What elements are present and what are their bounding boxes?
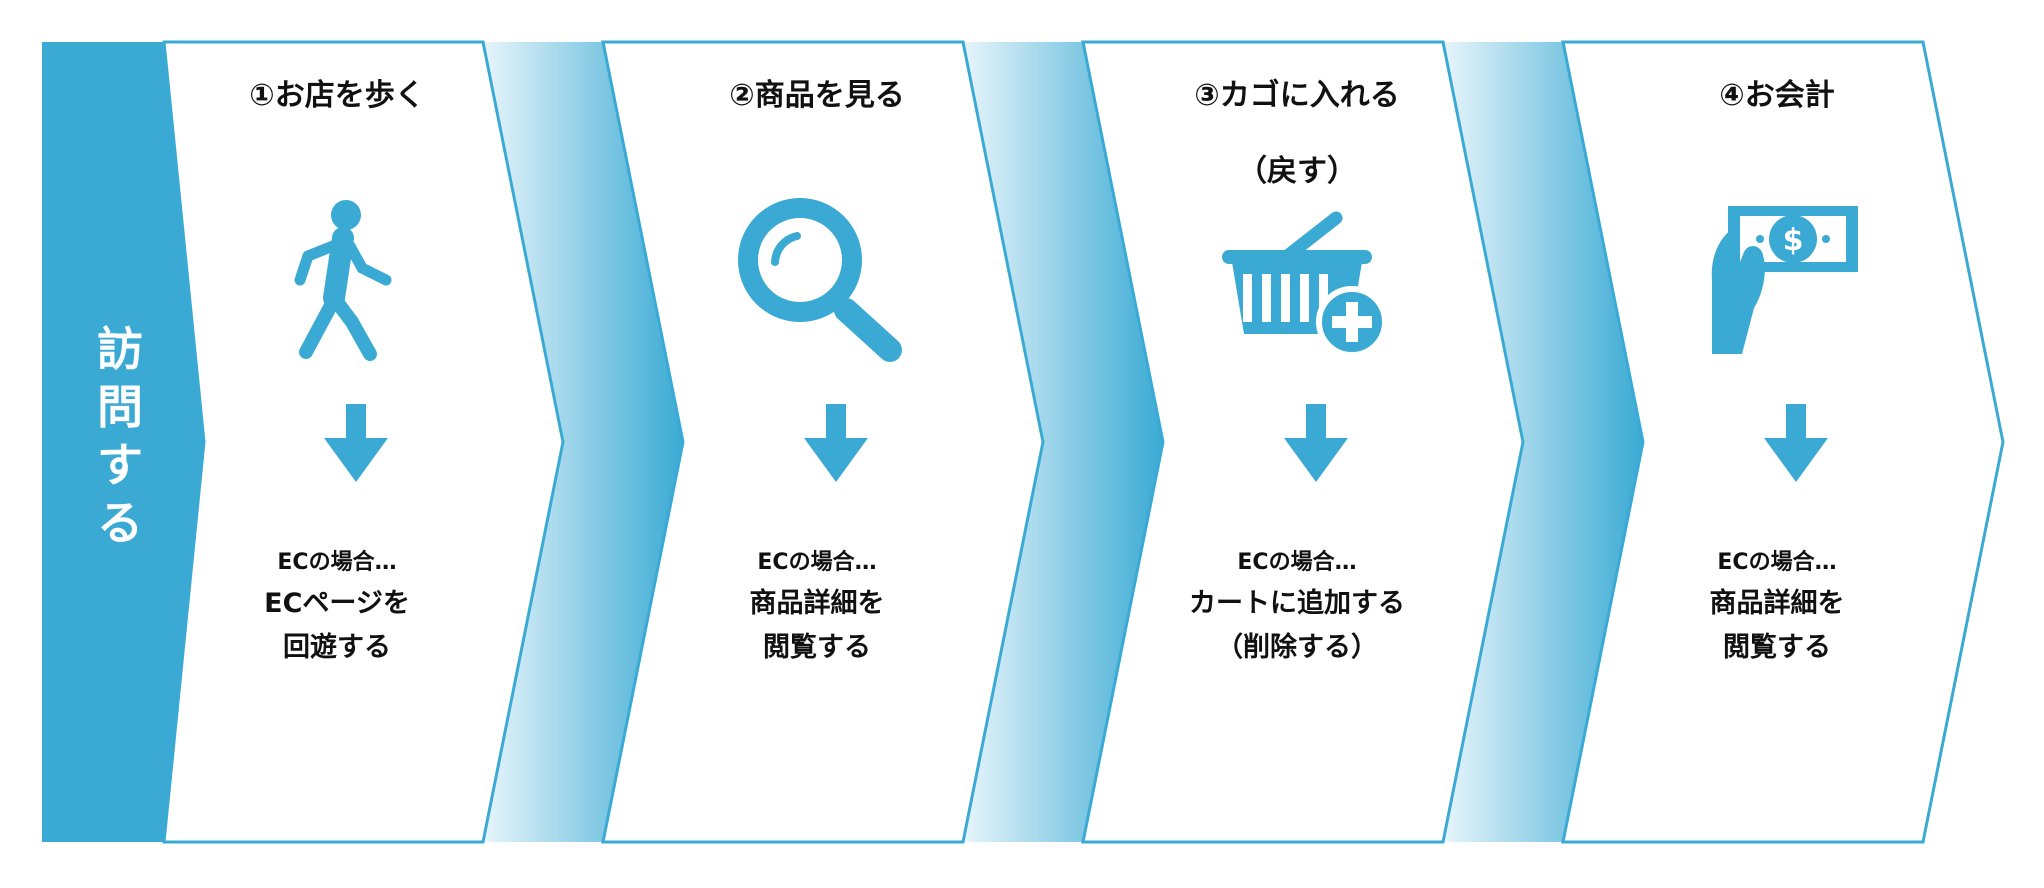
step-title-2: ②商品を見る [729, 78, 905, 113]
ec-action-4: 商品詳細を 閲覧する [1709, 588, 1845, 663]
step-title-1: ①お店を歩く [249, 78, 425, 113]
visit-bar [42, 42, 204, 842]
ec-label-3: ECの場合… [1237, 550, 1357, 575]
down-arrow-icon [1284, 404, 1348, 482]
down-arrow-icon [324, 404, 388, 482]
visit-label: 訪問する [97, 322, 143, 550]
flow-arrow-3 [1443, 42, 1643, 842]
ec-action-3: カートに追加する （削除する） [1189, 588, 1405, 663]
ec-label-1: ECの場合… [277, 550, 397, 575]
magnifier-icon [738, 198, 902, 362]
ec-label-4: ECの場合… [1717, 550, 1837, 575]
flow-arrow-2 [963, 42, 1163, 842]
hand-money-icon: $ [1711, 206, 1858, 354]
ec-action-1: ECページを 回遊する [264, 588, 410, 663]
step-title-3: ③カゴに入れる （戻す） [1194, 78, 1400, 189]
down-arrow-icon [804, 404, 868, 482]
ec-action-2: 商品詳細を 閲覧する [749, 588, 885, 663]
basket-add-icon [1222, 211, 1388, 358]
walking-person-icon [294, 200, 392, 361]
flow-arrow-1 [483, 42, 683, 842]
svg-text:$: $ [1783, 223, 1804, 258]
ec-label-2: ECの場合… [757, 550, 877, 575]
step-title-4: ④お会計 [1719, 78, 1835, 113]
down-arrow-icon [1764, 404, 1828, 482]
